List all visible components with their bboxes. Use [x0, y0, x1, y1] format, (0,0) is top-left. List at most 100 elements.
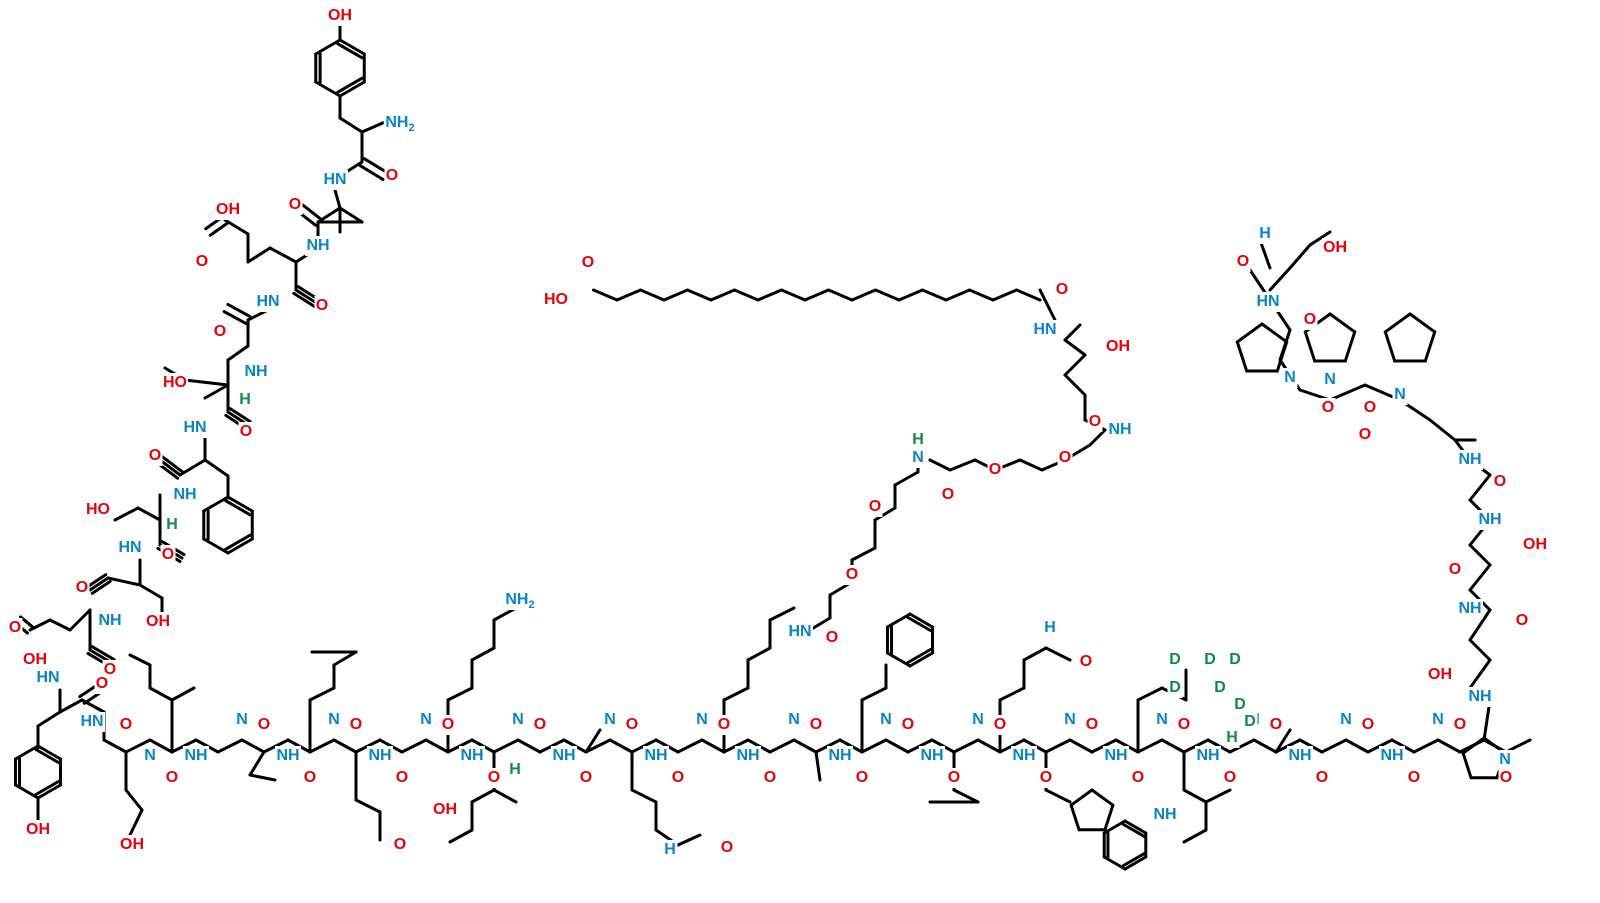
phenylalanine-ring-2: [885, 612, 912, 629]
thr-backbone: [203, 383, 230, 400]
amide-n-label: NH: [460, 747, 483, 764]
carbonyl-label: O: [1500, 769, 1512, 786]
indole-nh-label: NH: [1153, 806, 1176, 823]
carbonyl-label-bg: [580, 253, 596, 273]
acyl-bond: [1038, 288, 1057, 322]
ile-3: [1182, 788, 1208, 804]
amide-n-label-bg: [326, 710, 342, 730]
ala-methyl: [1274, 728, 1292, 754]
deuterium-label: D: [1229, 651, 1241, 668]
proline-n-label-bg: [1497, 750, 1513, 770]
phe-backbone: [203, 458, 230, 478]
amide-n-label-bg: [1011, 746, 1037, 766]
carbonyl-label: O: [1080, 653, 1092, 670]
peptide-backbone: [608, 738, 634, 754]
ile-1: [148, 686, 174, 702]
carbonyl-label-bg: [1320, 398, 1336, 418]
carbonyl-label-bg: [808, 715, 824, 735]
c20-diacid-chain: [850, 288, 877, 302]
lys-2-linker: [746, 646, 772, 662]
carbonyl-label: O: [350, 716, 362, 733]
amide-nh-label: HN: [1256, 293, 1279, 310]
carbonyl-label: O: [1449, 561, 1461, 578]
amide-nh-label-bg: [787, 622, 813, 642]
lys-1: [470, 646, 496, 662]
proline-n-label: N: [1499, 751, 1511, 768]
carbonyl-label-bg: [992, 715, 1008, 735]
amide-n-label: N: [880, 711, 892, 728]
carbonyl-label: O: [942, 486, 954, 503]
amide-nh-label-bg: [322, 170, 348, 190]
methyl: [170, 686, 196, 702]
amide-n-label-bg: [551, 746, 577, 766]
amide-nh-label: NH: [98, 612, 121, 629]
phenylalanine-ring-2: [908, 651, 935, 668]
proline-n-label: N: [1394, 386, 1406, 403]
c20-diacid-chain: [897, 288, 924, 302]
amide-n-label-bg: [459, 746, 485, 766]
amide-terminal: [1258, 238, 1272, 270]
carbonyl-label-bg: [532, 715, 548, 735]
carbonyl-label: O: [1132, 769, 1144, 786]
ile-1: [128, 653, 152, 667]
terminal-amide-label-bg: [1257, 224, 1273, 244]
amide-n-label-bg: [878, 710, 894, 730]
ile-2: [448, 828, 474, 844]
deuterium-label: D: [1169, 651, 1181, 668]
hydroxyl-label: HO: [86, 501, 110, 518]
peptide-backbone: [1160, 738, 1186, 754]
double-bond: [86, 573, 108, 589]
amide-nh-label-bg: [1457, 599, 1483, 619]
phenylalanine-ring-1: [224, 499, 252, 517]
carbonyl-label-bg: [1514, 611, 1530, 631]
amide-n-label-bg: [970, 710, 986, 730]
tyrosine-ring-2: [36, 783, 63, 800]
hydroxyl-label-bg: [1522, 535, 1548, 555]
peptide-backbone: [1344, 738, 1370, 754]
amide-n-label: NH: [1288, 747, 1311, 764]
carbonyl-label-bg: [256, 715, 272, 735]
hydroxyl-label-bg: [432, 800, 458, 820]
indole-benzene: [1102, 855, 1127, 871]
amide-n-label-bg: [275, 746, 301, 766]
amide-nh-label-bg: [35, 668, 61, 688]
ether-o-label-bg: [1057, 448, 1073, 468]
amide-nh-label: HN: [256, 293, 279, 310]
proline-ring-4: [1235, 340, 1249, 373]
gamma-glu: [1063, 353, 1087, 377]
tyrosine-ring-top: [314, 38, 342, 56]
c20-diacid-chain: [991, 288, 1018, 302]
carbonyl-label-bg: [486, 768, 502, 788]
carbonyl-label-bg: [900, 715, 916, 735]
double-bond: [208, 221, 229, 237]
thr-sidechain: [183, 378, 230, 387]
peptide-backbone: [1068, 738, 1094, 754]
gln-1: [676, 833, 702, 847]
amide-nh-label-bg: [255, 292, 281, 312]
peptide-backbone: [884, 738, 910, 754]
c-terminal-branch: [1468, 638, 1492, 662]
aib-2: [248, 750, 266, 777]
hydroxyl-label-bg: [22, 650, 48, 670]
gln-2: [1022, 646, 1048, 662]
carbonyl-label-bg: [1176, 715, 1192, 735]
amide-nh-label-bg: [1457, 450, 1483, 470]
amide-n-label: N: [1064, 711, 1076, 728]
thr-2: [136, 506, 162, 522]
c-terminal-branch: [1468, 658, 1492, 690]
peptide-backbone: [792, 738, 818, 754]
asp-1: [48, 618, 72, 632]
peptide-backbone: [1320, 738, 1348, 754]
amide-n-label: N: [972, 711, 984, 728]
carbonyl-label-bg: [1268, 715, 1284, 735]
amide-n-label-bg: [1430, 710, 1446, 730]
c20-diacid-chain: [756, 288, 783, 302]
aib-1: [338, 206, 364, 224]
gamma-glu: [1063, 323, 1082, 342]
peptide-backbone: [216, 738, 244, 754]
carbonyl-label-bg: [1492, 472, 1508, 492]
amide-n-label-bg: [1154, 710, 1170, 730]
amide-nh-label: NH: [1108, 421, 1131, 438]
carbonyl-label: O: [994, 716, 1006, 733]
